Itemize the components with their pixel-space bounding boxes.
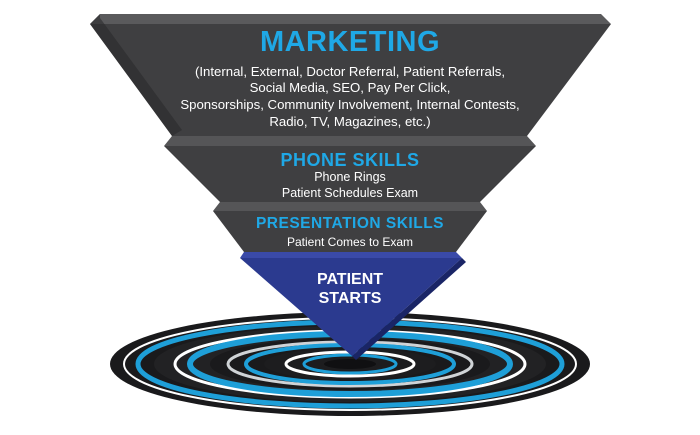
phone-skills-detail-line: Phone Rings	[314, 170, 386, 184]
tier-phone-face	[164, 146, 536, 202]
tip-side	[352, 258, 466, 360]
tier-presentation-skills	[213, 202, 487, 252]
presentation-skills-title: PRESENTATION SKILLS	[255, 215, 445, 232]
tip-face	[240, 258, 462, 356]
tier-phone-top	[164, 136, 536, 146]
tier-patient-starts	[240, 252, 466, 360]
tier-presentation-face	[213, 211, 487, 252]
tier-marketing-face	[90, 24, 611, 136]
patient-starts-label: STARTS	[318, 290, 382, 307]
presentation-skills-detail-line: Patient Comes to Exam	[286, 235, 414, 249]
phone-skills-title: PHONE SKILLS	[280, 150, 420, 170]
marketing-title: MARKETING	[259, 26, 441, 58]
tip-top	[240, 252, 462, 258]
ring-center	[324, 359, 376, 369]
tier-marketing	[90, 14, 611, 136]
ring-blue-4	[302, 353, 398, 375]
tier-presentation-top	[213, 202, 487, 211]
tier-marketing-side-left	[90, 14, 182, 136]
tier-phone-skills	[164, 136, 536, 202]
phone-skills-detail-line: Patient Schedules Exam	[281, 186, 419, 200]
marketing-detail-line: Sponsorships, Community Involvement, Int…	[180, 97, 520, 112]
marketing-detail-line: (Internal, External, Doctor Referral, Pa…	[194, 64, 506, 79]
marketing-detail-line: Social Media, SEO, Pay Per Click,	[249, 80, 451, 95]
marketing-detail-line: Radio, TV, Magazines, etc.)	[269, 114, 431, 129]
tier-marketing-top	[90, 14, 611, 24]
patient-starts-label: PATIENT	[316, 271, 384, 288]
